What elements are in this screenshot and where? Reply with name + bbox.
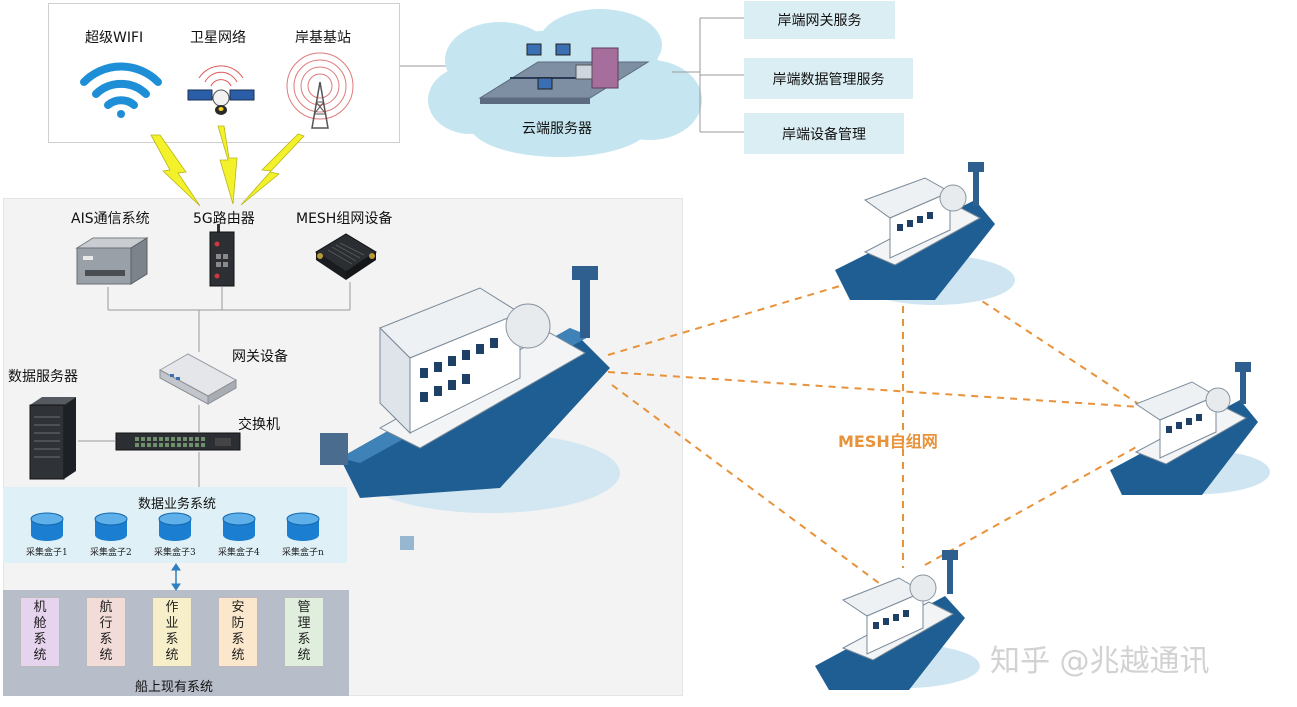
- existing-system-box: 航行系统: [86, 597, 126, 667]
- cloud-server-cluster-icon: [478, 43, 650, 104]
- existing-system-char: 系: [297, 632, 311, 647]
- ship-wiring: [78, 282, 351, 487]
- existing-system-char: 行: [99, 616, 113, 631]
- watermark: 知乎 @兆越通讯: [990, 644, 1210, 679]
- existing-system-char: 统: [297, 648, 311, 663]
- existing-system-char: 作: [165, 600, 179, 615]
- router-label: 5G路由器: [193, 211, 255, 227]
- switch-label: 交换机: [238, 417, 280, 433]
- collection-box-icon: [158, 512, 192, 541]
- satellite-label: 卫星网络: [190, 30, 246, 46]
- mesh-device-label: MESH组网设备: [296, 211, 393, 227]
- existing-system-char: 机: [33, 600, 47, 615]
- existing-system-char: 系: [99, 632, 113, 647]
- collection-box-icon: [30, 512, 64, 541]
- collection-box-label: 采集盒子1: [26, 548, 68, 558]
- mesh-network-label: MESH自组网: [838, 432, 938, 451]
- ship-top-icon: [835, 162, 1015, 305]
- existing-system-char: 航: [99, 600, 113, 615]
- existing-system-char: 理: [297, 616, 311, 631]
- router-5g-icon: [209, 224, 235, 287]
- shore-device-management: 岸端设备管理: [744, 113, 904, 154]
- satellite-icon: [187, 65, 255, 115]
- existing-system-char: 舱: [33, 616, 47, 631]
- mesh-links: [607, 279, 1141, 596]
- data-business-title: 数据业务系统: [138, 497, 217, 512]
- data-server-icon: [29, 397, 76, 480]
- existing-system-char: 系: [231, 632, 245, 647]
- wifi-icon: [80, 62, 162, 118]
- shore-gateway-service: 岸端网关服务: [744, 1, 895, 39]
- existing-system-char: 统: [165, 648, 179, 663]
- existing-systems-title: 船上现有系统: [135, 680, 214, 695]
- ais-device-icon: [75, 237, 149, 285]
- existing-system-char: 系: [33, 632, 47, 647]
- main-ship-icon: [320, 266, 620, 550]
- existing-system-char: 管: [297, 600, 311, 615]
- existing-system-char: 统: [33, 648, 47, 663]
- collection-box-label: 采集盒子3: [154, 548, 196, 558]
- services-connector: [672, 17, 744, 133]
- existing-system-char: 防: [231, 616, 245, 631]
- existing-system-char: 统: [231, 648, 245, 663]
- base-station-label: 岸基基站: [295, 30, 351, 46]
- collection-box-icon: [94, 512, 128, 541]
- shore-data-management-service: 岸端数据管理服务: [744, 58, 913, 99]
- mesh-device-icon: [315, 233, 377, 280]
- existing-system-box: 机舱系统: [20, 597, 60, 667]
- existing-system-char: 系: [165, 632, 179, 647]
- gateway-label: 网关设备: [232, 349, 288, 365]
- existing-system-box: 作业系统: [152, 597, 192, 667]
- existing-system-box: 管理系统: [284, 597, 324, 667]
- ais-label: AIS通信系统: [71, 211, 150, 227]
- lightning-bolts: [150, 125, 305, 207]
- connectivity-panel: [48, 3, 400, 143]
- gateway-device-icon: [158, 353, 238, 405]
- collection-box-label: 采集盒子n: [282, 548, 324, 558]
- existing-system-box: 安防系统: [218, 597, 258, 667]
- collection-box-icon: [286, 512, 320, 541]
- wifi-label: 超级WIFI: [85, 30, 144, 46]
- network-switch-icon: [115, 432, 241, 451]
- collection-box-label: 采集盒子4: [218, 548, 260, 558]
- ship-right-icon: [1110, 362, 1270, 495]
- double-arrow-icon: [171, 563, 181, 591]
- collection-box-icon: [222, 512, 256, 541]
- cloud-server-label: 云端服务器: [522, 121, 592, 137]
- existing-system-char: 业: [165, 616, 179, 631]
- base-station-icon: [286, 52, 354, 129]
- data-server-label: 数据服务器: [8, 369, 78, 385]
- existing-system-char: 统: [99, 648, 113, 663]
- ship-bottom-icon: [815, 550, 980, 690]
- collection-box-label: 采集盒子2: [90, 548, 132, 558]
- existing-system-char: 安: [231, 600, 245, 615]
